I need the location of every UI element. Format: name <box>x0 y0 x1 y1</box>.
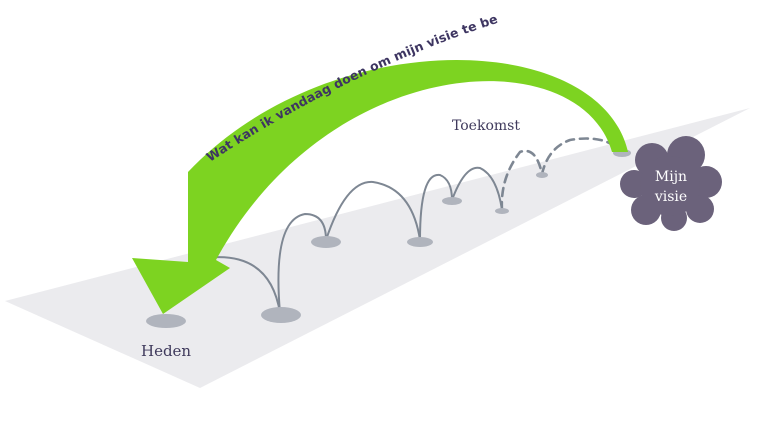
future-hop-arc <box>500 149 544 212</box>
future-label: Toekomst <box>452 118 520 134</box>
stepping-stone <box>495 208 509 214</box>
stepping-stones <box>146 149 631 328</box>
cloud-icon <box>620 136 722 231</box>
start-label: Heden <box>141 342 191 360</box>
hop-arc <box>277 212 327 314</box>
vision-label-line1: Mijn <box>655 169 687 185</box>
road-surface <box>5 108 750 388</box>
stepping-stone <box>536 172 548 178</box>
curved-arrow-icon <box>132 59 628 314</box>
hop-arc <box>325 180 421 241</box>
hop-arc <box>451 166 503 211</box>
vision-label-line2: visie <box>654 189 687 205</box>
hop-arc <box>204 256 281 314</box>
stepping-stone <box>311 236 341 248</box>
stepping-stone <box>442 197 462 205</box>
stepping-stone <box>407 237 433 247</box>
stepping-stone <box>261 307 301 323</box>
hop-arc <box>419 173 453 241</box>
hop-arcs <box>204 166 503 314</box>
stepping-stone <box>146 314 186 328</box>
